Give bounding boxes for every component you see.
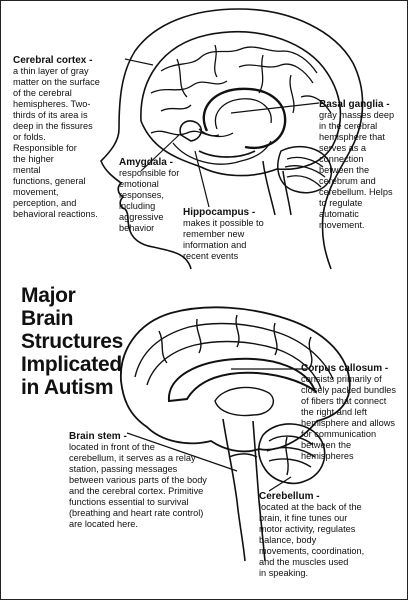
title-line: Brain — [21, 307, 74, 330]
label-line: Responsible for — [13, 143, 77, 153]
label-basal-ganglia: Basal ganglia - gray masses deep in the … — [319, 99, 407, 231]
label-line: cerebrum and — [319, 176, 376, 186]
label-line: cerebellum. Helps — [319, 187, 393, 197]
brain-top-illustration — [140, 31, 342, 216]
label-line: movement. — [319, 220, 365, 230]
title-line: Implicated — [21, 353, 122, 376]
label-cerebral-cortex: Cerebral cortex - a thin layer of gray m… — [13, 55, 117, 220]
label-line: of fibers that connect — [301, 396, 387, 406]
label-line: functions, general — [13, 176, 86, 186]
label-line: perception, and — [13, 198, 77, 208]
brain-outline-top — [140, 31, 342, 177]
label-line: consists primarily of — [301, 374, 382, 384]
label-line: and the cerebral cortex. Primitive — [69, 486, 204, 496]
label-corpus-callosum: Corpus callosum - consists primarily of … — [301, 363, 407, 462]
label-line: cerebellum, it serves as a relay — [69, 453, 196, 463]
label-line: remember new — [183, 229, 245, 239]
label-title: Cerebellum - — [259, 491, 320, 502]
label-line: movements, coordination, — [259, 546, 365, 556]
title-line: Major — [21, 284, 76, 307]
label-line: aggressive — [119, 212, 164, 222]
diagram-title: Major Brain Structures Implicated in Aut… — [21, 284, 171, 399]
label-amygdala: Amygdala - responsible for emotional res… — [119, 157, 199, 234]
label-line: hemisphere that — [319, 132, 385, 142]
label-line: closely packed bundles — [301, 385, 396, 395]
title-line: Structures — [21, 330, 124, 353]
label-line: motor activity, regulates — [259, 524, 356, 534]
label-line: are located here. — [69, 519, 138, 529]
label-line: or folds. — [13, 132, 46, 142]
title-line: in Autism — [21, 376, 114, 399]
label-line: gray masses deep — [319, 110, 395, 120]
pointer-lines-bottom — [126, 368, 307, 492]
label-line: matter on the surface — [13, 77, 100, 87]
label-line: hemisphere and allows — [301, 418, 395, 428]
label-line: the right and left — [301, 407, 367, 417]
label-line: movement, — [13, 187, 59, 197]
label-line: emotional — [119, 179, 159, 189]
label-hippocampus: Hippocampus - makes it possible to remem… — [183, 207, 293, 262]
label-line: behavioral reactions. — [13, 209, 98, 219]
label-brain-stem: Brain stem - located in front of the cer… — [69, 431, 239, 530]
label-line: thirds of its area is — [13, 110, 88, 120]
label-cerebellum: Cerebellum - located at the back of the … — [259, 491, 399, 579]
label-line: deep in the fissures — [13, 121, 93, 131]
label-line: of the cerebral — [13, 88, 72, 98]
label-line: information and — [183, 240, 247, 250]
label-line: responses, — [119, 190, 164, 200]
label-line: responsible for — [119, 168, 180, 178]
label-line: to regulate — [319, 198, 363, 208]
label-line: between various parts of the body — [69, 475, 207, 485]
label-title: Corpus callosum - — [301, 363, 389, 374]
label-line: automatic — [319, 209, 359, 219]
label-line: between the — [301, 440, 352, 450]
label-line: located in front of the — [69, 442, 155, 452]
label-line: a thin layer of gray — [13, 66, 89, 76]
head-outline — [100, 8, 364, 270]
label-title: Brain stem - — [69, 431, 127, 442]
label-line: and the muscles used — [259, 557, 349, 567]
label-line: serves as a — [319, 143, 366, 153]
label-line: for communication — [301, 429, 377, 439]
label-title: Amygdala - — [119, 157, 173, 168]
brain-outline-sagittal — [120, 306, 351, 453]
label-line: behavior — [119, 223, 155, 233]
label-line: makes it possible to — [183, 218, 264, 228]
label-title: Hippocampus - — [183, 207, 256, 218]
label-line: mental — [13, 165, 41, 175]
label-line: station, passing messages — [69, 464, 178, 474]
label-line: the higher — [13, 154, 54, 164]
label-line: in the cerebral — [319, 121, 378, 131]
label-line: hemispheres. Two- — [13, 99, 91, 109]
label-title: Basal ganglia - — [319, 99, 390, 110]
label-line: (breathing and heart rate control) — [69, 508, 204, 518]
label-line: balance, body — [259, 535, 317, 545]
label-line: connection — [319, 154, 364, 164]
label-line: in speaking. — [259, 568, 309, 578]
label-line: functions essential to survival — [69, 497, 189, 507]
label-line: between the — [319, 165, 370, 175]
head-profile-illustration — [100, 8, 364, 270]
pointer-lines-top — [124, 58, 320, 208]
label-line: located at the back of the — [259, 502, 362, 512]
label-line: brain, it fine tunes our — [259, 513, 348, 523]
label-line: hemispheres — [301, 451, 354, 461]
label-line: including — [119, 201, 156, 211]
label-line: recent events — [183, 251, 239, 261]
label-title: Cerebral cortex - — [13, 55, 93, 66]
